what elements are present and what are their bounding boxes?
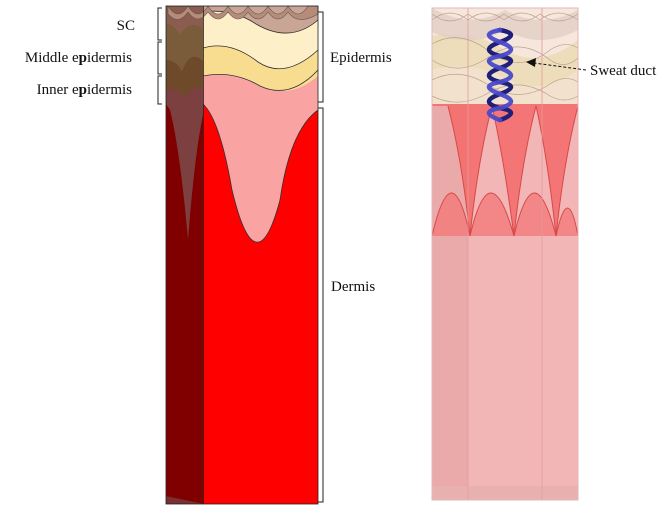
inner-epidermis-label: Inner epidermis bbox=[37, 82, 132, 98]
block-side-face bbox=[166, 6, 204, 504]
epidermis-label: Epidermis bbox=[330, 50, 392, 66]
sc-label: SC bbox=[117, 18, 135, 34]
sc-bracket bbox=[158, 8, 162, 40]
middle-epidermis-label: Middle epidermis bbox=[25, 50, 132, 66]
inner-epidermis-bracket bbox=[158, 76, 162, 104]
epidermis-bracket bbox=[318, 12, 323, 102]
middle-epidermis-bracket bbox=[158, 42, 162, 74]
dermis-bracket bbox=[318, 108, 323, 502]
sweat-duct-label: Sweat duct bbox=[590, 63, 656, 79]
block-front-face bbox=[203, 6, 318, 504]
layered-skin-block bbox=[166, 6, 318, 504]
right-brackets bbox=[318, 12, 323, 502]
left-brackets bbox=[158, 8, 162, 104]
dermis-label: Dermis bbox=[331, 279, 375, 295]
